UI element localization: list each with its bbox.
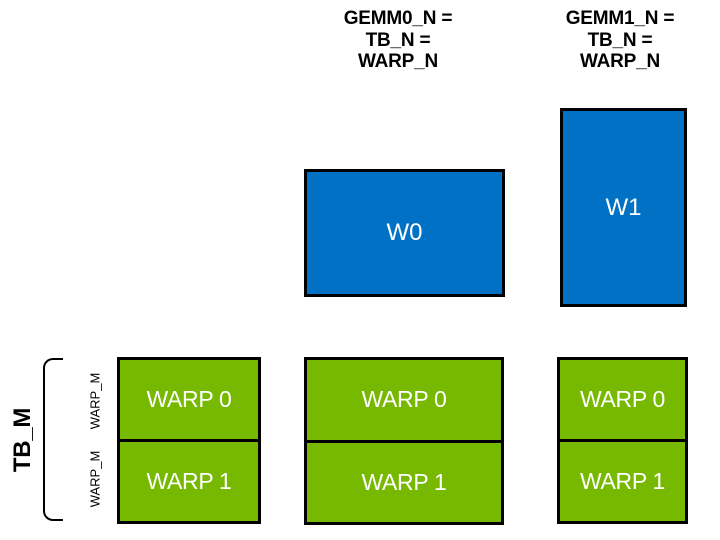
gemm0-dimension-line-3: WARP_N xyxy=(357,51,439,72)
warp-tile-w1-box: W1 xyxy=(560,108,687,307)
tb-m-bracket xyxy=(43,358,63,521)
warp-m-axis-label-bottom: WARP_M xyxy=(87,450,103,508)
threadblock-column-0: WARP 0 WARP 1 xyxy=(117,357,261,524)
warp-m-axis-label-top: WARP_M xyxy=(87,372,103,430)
warp1-row: WARP 1 xyxy=(120,439,258,521)
gemm1-dimension-line-1: GEMM1_N = xyxy=(565,8,675,29)
warp0-row: WARP 0 xyxy=(579,386,666,412)
warp-tile-w0-box: W0 xyxy=(304,169,505,297)
gemm0-dimension-line-2: TB_N = xyxy=(365,29,431,51)
tb-m-axis-label: TB_M xyxy=(9,407,36,473)
gemm0-dimension-label: GEMM0_N = TB_N = WARP_N xyxy=(288,8,508,73)
warp0-row: WARP 0 xyxy=(361,386,447,413)
gemm1-dimension-label: GEMM1_N = TB_N = WARP_N xyxy=(510,8,720,73)
gemm1-dimension-line-3: WARP_N xyxy=(579,51,661,72)
gemm0-dimension-line-1: GEMM0_N = xyxy=(343,8,453,29)
warp-tile-w1-label: W1 xyxy=(605,193,642,221)
warp1-row: WARP 1 xyxy=(560,439,685,521)
warp-tile-w0-label: W0 xyxy=(386,219,423,246)
gemm1-dimension-line-2: TB_N = xyxy=(587,29,653,51)
threadblock-column-2: WARP 0 WARP 1 xyxy=(557,357,688,524)
warp0-row: WARP 0 xyxy=(146,386,232,412)
warp1-row: WARP 1 xyxy=(307,439,501,523)
threadblock-column-1: WARP 0 WARP 1 xyxy=(304,357,504,525)
